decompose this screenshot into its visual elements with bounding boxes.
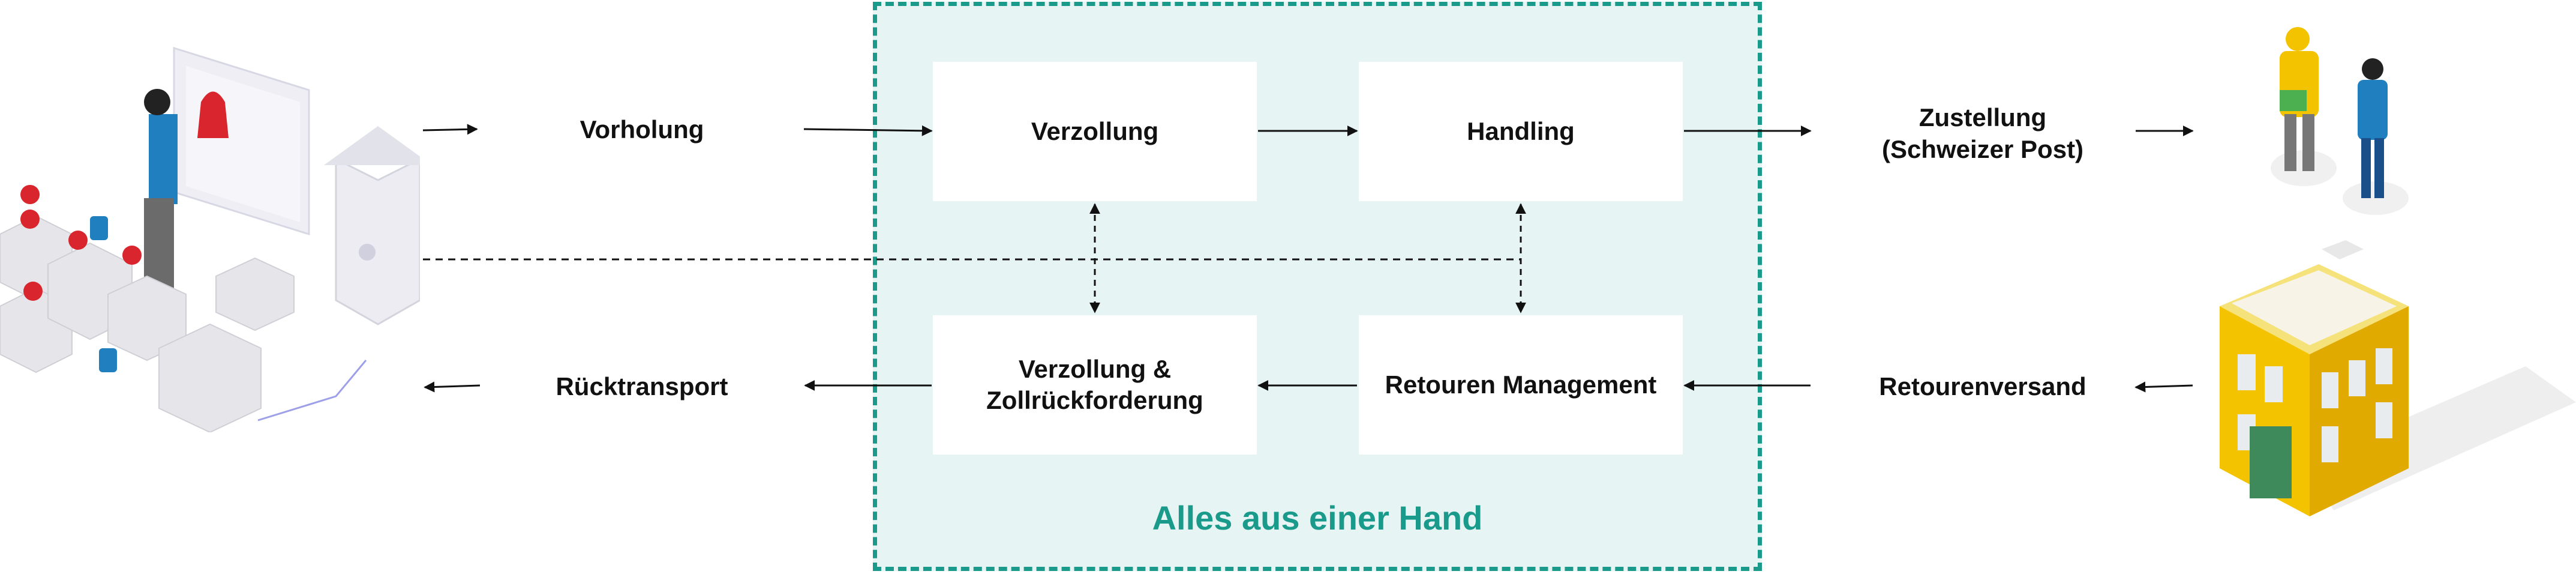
- label-ruecktransport: Rücktransport: [556, 372, 728, 400]
- yellow-building-illustration: [2220, 240, 2576, 516]
- courier-delivery-illustration: [2271, 27, 2409, 215]
- box-zollrueckforderung: Verzollung & Zollrückforderung: [933, 315, 1257, 455]
- arrow-building-retourenversand: [2134, 381, 2193, 393]
- online-shop-warehouse-illustration: [0, 46, 420, 432]
- zone-title: Alles aus einer Hand: [1152, 499, 1483, 537]
- label-zustellung: Zustellung (Schweizer Post): [1881, 103, 2084, 163]
- box-verzollung: Verzollung: [933, 62, 1257, 201]
- arrow-left-top: [422, 124, 478, 135]
- label-retourenversand: Retourenversand: [1879, 372, 2086, 400]
- arrow-vorholung-verzollung: [803, 125, 933, 136]
- box-handling: Handling: [1359, 62, 1683, 201]
- arrow-ruecktransport-left: [424, 381, 481, 393]
- box-retouren-management: Retouren Management: [1359, 315, 1683, 455]
- label-vorholung: Vorholung: [580, 115, 704, 144]
